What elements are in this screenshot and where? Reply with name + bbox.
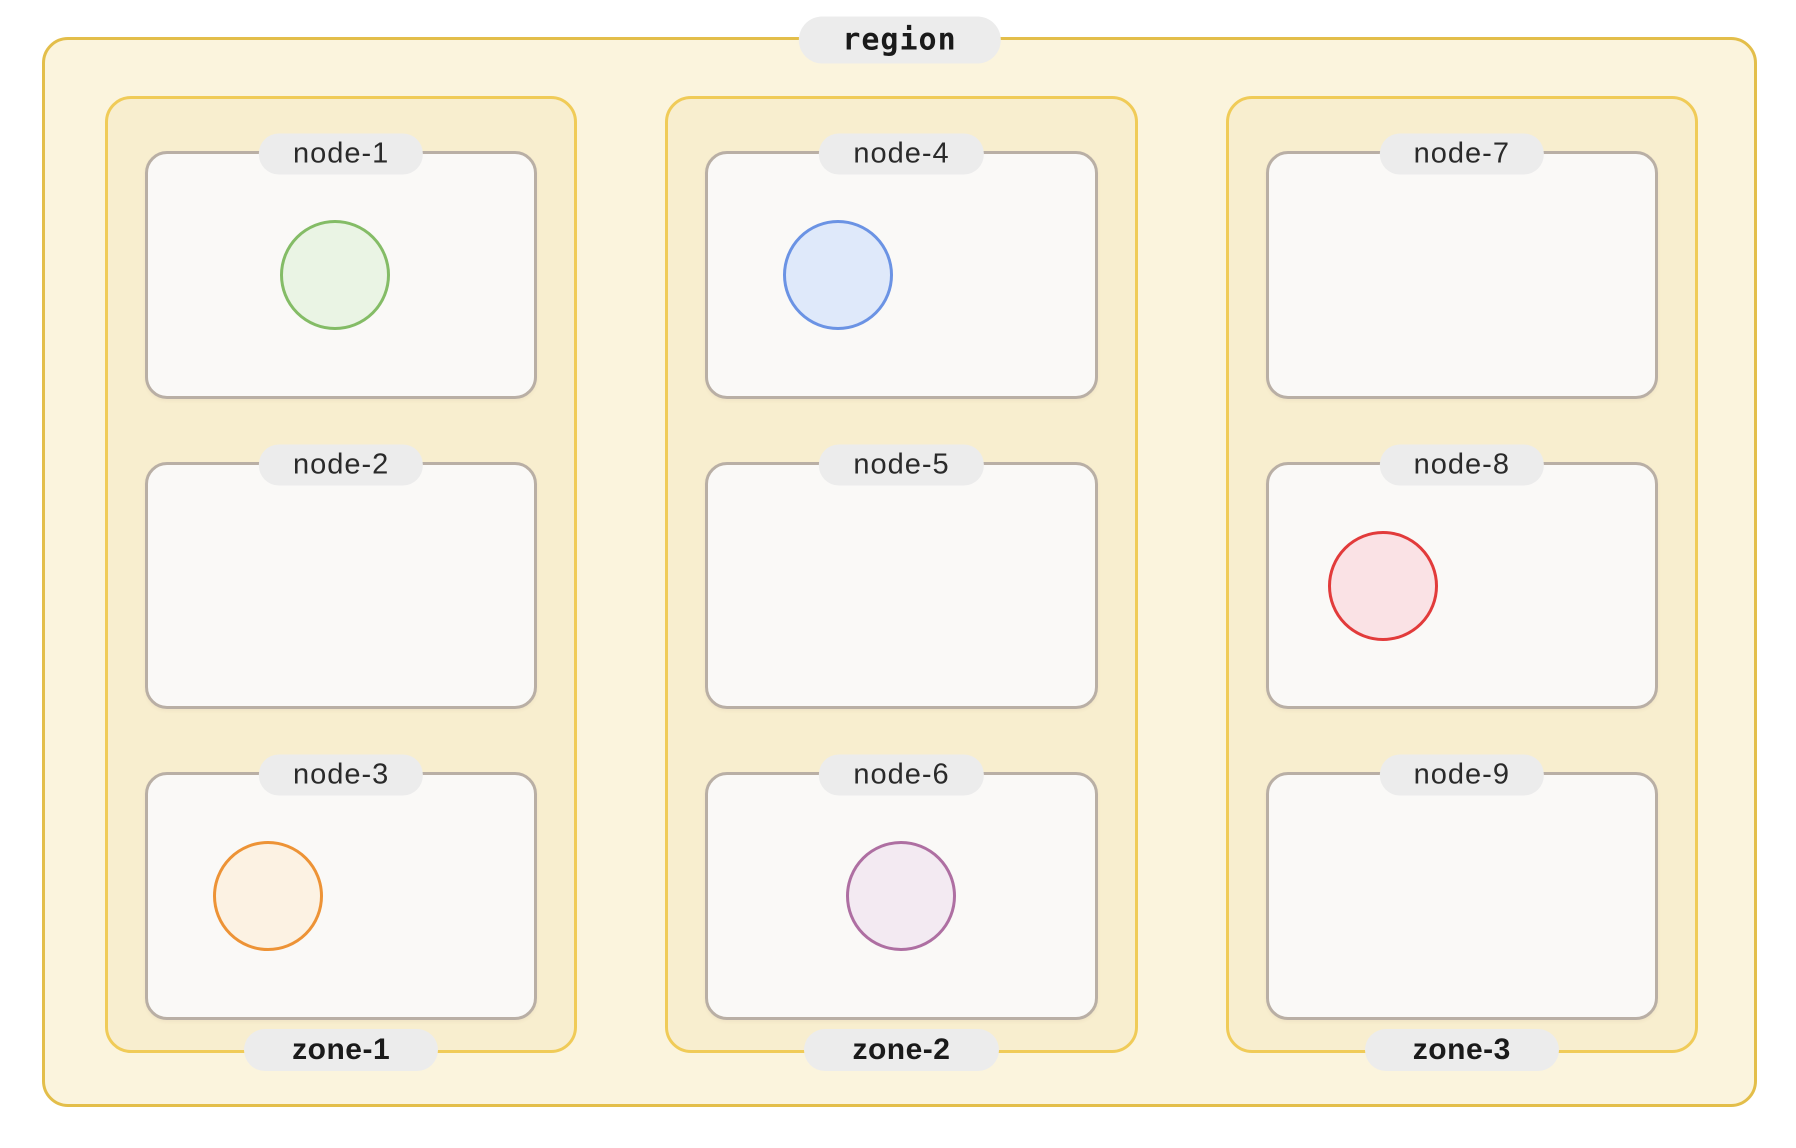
zone-box-zone-1: node-1 node-2 node-3 zone-1 — [105, 96, 578, 1071]
node-label: node-3 — [259, 754, 424, 796]
node-label: node-8 — [1379, 444, 1544, 486]
node-box-node-6: node-6 — [705, 754, 1098, 1021]
node-box-node-1: node-1 — [145, 133, 538, 399]
pod-circle-blue — [782, 219, 893, 330]
node-label: node-6 — [819, 754, 984, 796]
region-box: region node-1 node-2 node-3 zone-1 node-… — [42, 16, 1757, 1107]
node-box-node-8: node-8 — [1265, 444, 1658, 710]
zones-row: node-1 node-2 node-3 zone-1 node-4 node-… — [105, 96, 1698, 1071]
region-label: region — [798, 16, 1001, 64]
pod-circle-plum — [846, 841, 957, 952]
zone-body: node-4 node-5 node-6 — [668, 99, 1134, 1050]
node-box-node-3: node-3 — [145, 754, 538, 1021]
node-label: node-5 — [819, 444, 984, 486]
node-label: node-9 — [1379, 754, 1544, 796]
node-label: node-2 — [259, 444, 424, 486]
node-box-node-7: node-7 — [1265, 133, 1658, 399]
zone-label: zone-3 — [1364, 1029, 1559, 1071]
zone-label: zone-1 — [244, 1029, 439, 1071]
node-label: node-4 — [819, 133, 984, 175]
zone-box-zone-2: node-4 node-5 node-6 zone-2 — [665, 96, 1138, 1071]
zone-body: node-7 node-8 node-9 — [1229, 99, 1695, 1050]
pod-circle-red — [1327, 530, 1438, 641]
node-box-node-9: node-9 — [1265, 754, 1658, 1021]
node-box-node-5: node-5 — [705, 444, 1098, 710]
pod-circle-orange — [212, 841, 323, 952]
zone-label: zone-2 — [804, 1029, 999, 1071]
zone-box-zone-3: node-7 node-8 node-9 zone-3 — [1225, 96, 1698, 1071]
node-box-node-4: node-4 — [705, 133, 1098, 399]
node-label: node-1 — [259, 133, 424, 175]
node-label: node-7 — [1379, 133, 1544, 175]
node-box-node-2: node-2 — [145, 444, 538, 710]
pod-circle-green — [280, 219, 391, 330]
zone-body: node-1 node-2 node-3 — [108, 99, 574, 1050]
